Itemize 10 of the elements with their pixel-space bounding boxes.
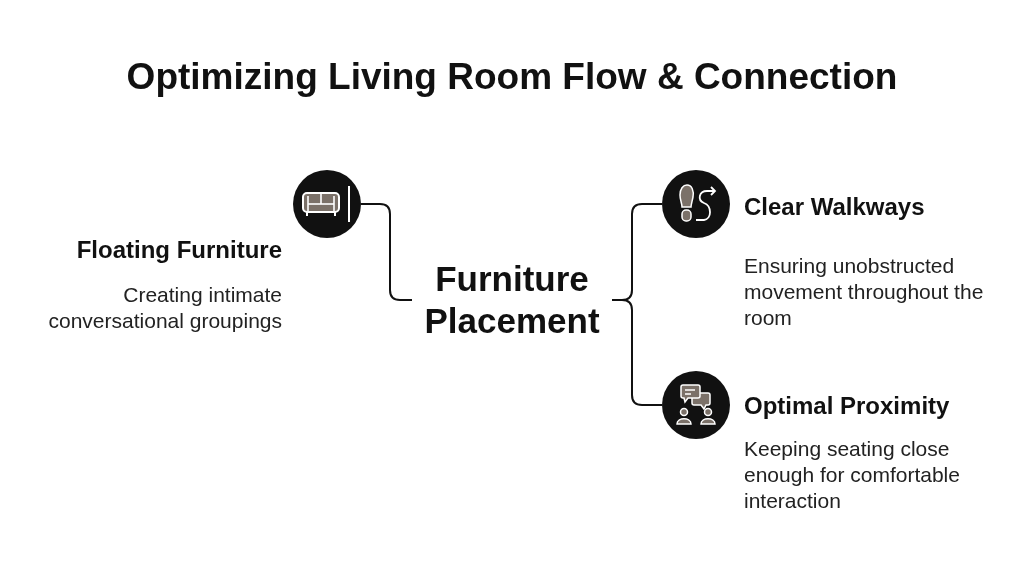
connector-line xyxy=(360,203,413,301)
branch-description: Creating intimate conversational groupings xyxy=(47,282,282,334)
connector-line xyxy=(611,299,663,406)
branch-description: Ensuring unobstructed movement throughout the room xyxy=(744,253,985,331)
branch-description: Keeping seating close enough for comfortable interaction xyxy=(744,436,961,514)
central-topic: Furniture Placement xyxy=(412,258,612,342)
branch-heading: Optimal Proximity xyxy=(744,391,950,421)
diagram-title: Optimizing Living Room Flow & Connection xyxy=(126,55,898,99)
branch-heading: Clear Walkways xyxy=(744,192,925,222)
branch-heading: Floating Furniture xyxy=(76,235,282,265)
